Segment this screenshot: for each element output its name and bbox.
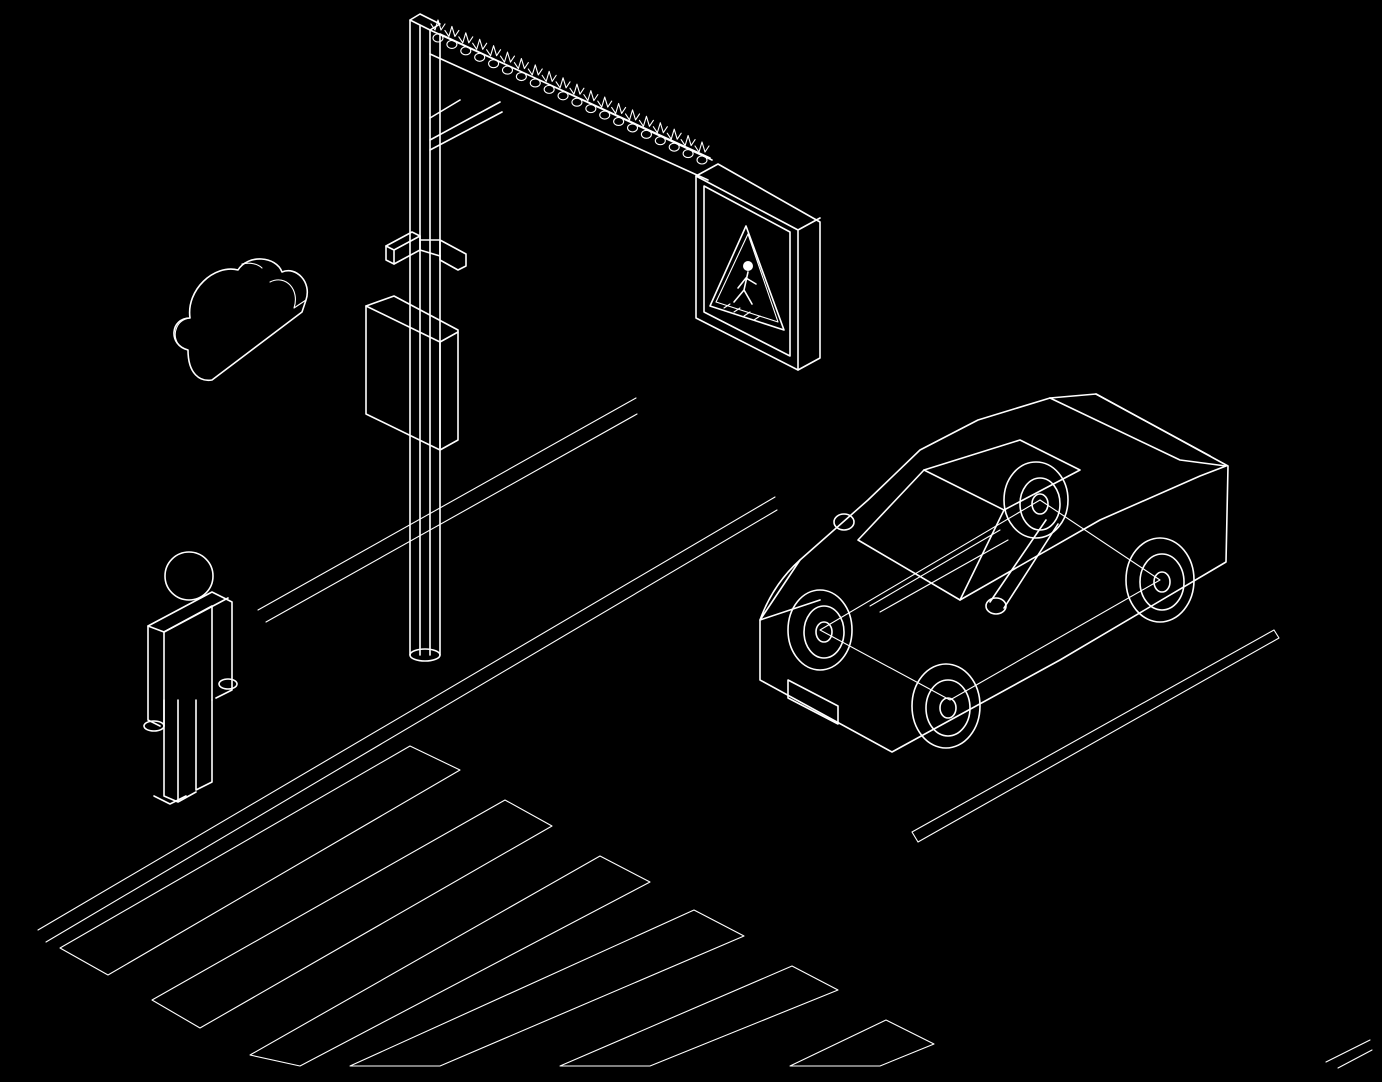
led-light-ray bbox=[695, 142, 709, 152]
led-light-ray bbox=[445, 26, 459, 36]
street-pole-icon bbox=[410, 14, 712, 661]
led-lamp bbox=[614, 117, 624, 125]
led-lamp bbox=[475, 53, 485, 61]
led-lamp bbox=[683, 150, 693, 158]
led-light-ray bbox=[584, 91, 598, 101]
led-light-ray bbox=[487, 46, 501, 56]
led-lamp bbox=[489, 60, 499, 68]
led-lamp bbox=[697, 156, 707, 164]
car-wheel bbox=[1004, 462, 1068, 538]
crosswalk-stripe bbox=[560, 966, 838, 1066]
crosswalk-stripe bbox=[60, 746, 460, 975]
led-lamp bbox=[655, 137, 665, 145]
led-light-ray bbox=[626, 110, 640, 120]
crosswalk-stripe bbox=[350, 910, 744, 1066]
led-lamp bbox=[502, 66, 512, 74]
led-light-ray bbox=[570, 84, 584, 94]
led-lamp bbox=[447, 40, 457, 48]
control-box-icon bbox=[366, 296, 458, 450]
led-light-ray bbox=[653, 123, 667, 133]
pedestrian-crossing-sign-icon bbox=[696, 164, 820, 370]
led-strip-icon bbox=[431, 20, 709, 164]
cloud-icon bbox=[174, 259, 307, 380]
road-line-right bbox=[912, 630, 1279, 842]
led-light-ray bbox=[598, 97, 612, 107]
gantry-arm bbox=[430, 30, 712, 180]
led-lamp bbox=[516, 73, 526, 81]
led-lamp bbox=[669, 143, 679, 151]
led-light-ray bbox=[612, 103, 626, 113]
led-light-ray bbox=[500, 52, 514, 62]
crosswalk-stripe bbox=[250, 856, 650, 1066]
led-light-ray bbox=[542, 71, 556, 81]
led-lamp bbox=[586, 105, 596, 113]
camera-icon bbox=[386, 232, 466, 270]
led-lamp bbox=[558, 92, 568, 100]
road-lane-lines bbox=[38, 398, 1372, 1068]
led-lamp bbox=[461, 47, 471, 55]
led-light-ray bbox=[473, 39, 487, 49]
car-wheel bbox=[912, 664, 980, 748]
led-lamp bbox=[530, 79, 540, 87]
car-icon bbox=[760, 394, 1228, 752]
led-light-ray bbox=[667, 129, 681, 139]
road-line-corner bbox=[1326, 1040, 1372, 1068]
road-line-back bbox=[258, 398, 637, 622]
led-light-ray bbox=[681, 136, 695, 146]
led-light-ray bbox=[556, 78, 570, 88]
led-light-ray bbox=[528, 65, 542, 75]
led-lamp bbox=[572, 98, 582, 106]
road-line-front bbox=[38, 497, 777, 942]
led-light-ray bbox=[514, 59, 528, 69]
led-lamp bbox=[600, 111, 610, 119]
led-lamp bbox=[544, 85, 554, 93]
led-lamp bbox=[433, 34, 443, 42]
led-lamp bbox=[628, 124, 638, 132]
led-lamp bbox=[641, 130, 651, 138]
led-light-ray bbox=[459, 33, 473, 43]
person-icon bbox=[144, 552, 237, 804]
crosswalk-stripe bbox=[790, 1020, 934, 1066]
led-light-ray bbox=[639, 116, 653, 126]
